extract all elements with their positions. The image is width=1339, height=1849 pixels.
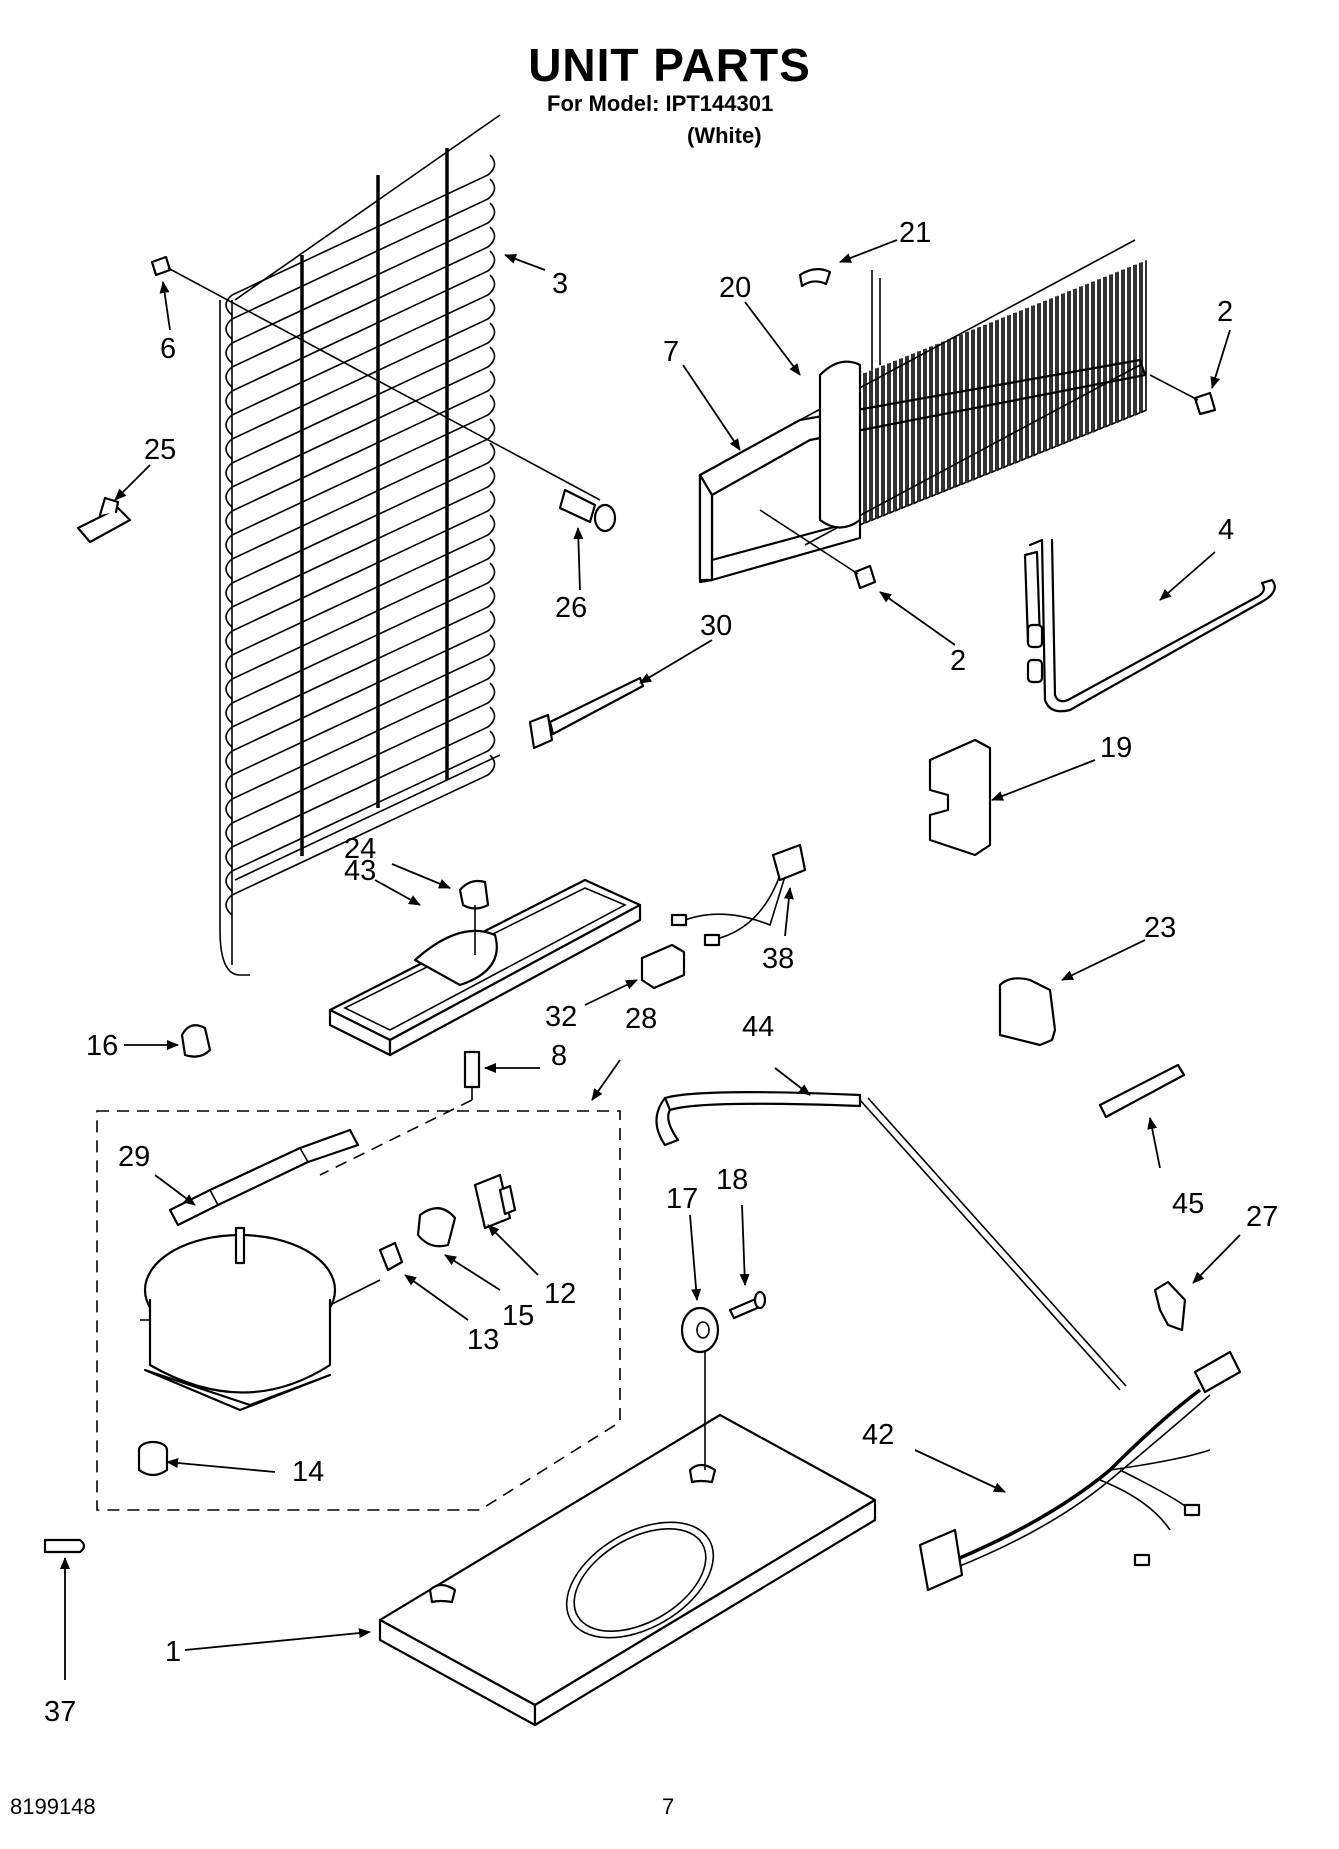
relay-32 — [640, 943, 686, 990]
document-number: 8199148 — [10, 1794, 96, 1819]
callout-27: 27 — [1246, 1201, 1279, 1233]
callout-12: 12 — [544, 1278, 577, 1310]
callout-38: 38 — [762, 943, 795, 975]
callout-24: 24 — [344, 833, 377, 865]
model-line: For Model: IPT144301 — [547, 91, 774, 116]
bracket-27 — [1153, 1280, 1187, 1332]
callout-8: 8 — [551, 1040, 568, 1072]
insulation-block-19 — [928, 738, 992, 857]
callout-23: 23 — [1144, 912, 1177, 944]
callout-20: 20 — [719, 272, 752, 304]
callout-1: 1 — [165, 1636, 182, 1668]
drain-pan-43 — [328, 878, 642, 1057]
cable-tie-30 — [528, 676, 645, 750]
callout-4: 4 — [1218, 514, 1235, 546]
callout-17: 17 — [666, 1183, 699, 1215]
callout-21: 21 — [899, 217, 932, 249]
filter-drier-29 — [168, 1128, 360, 1227]
callout-42: 42 — [862, 1419, 895, 1451]
callout-26: 26 — [555, 592, 588, 624]
callout-30: 30 — [700, 610, 733, 642]
callout-7: 7 — [663, 336, 680, 368]
spacer-26 — [558, 488, 617, 533]
callout-37: 37 — [44, 1696, 77, 1728]
screw-6 — [150, 255, 601, 501]
condenser-coil — [219, 114, 501, 976]
start-relay-12 — [473, 1173, 517, 1230]
bracket-25 — [76, 496, 132, 544]
callout-45: 45 — [1172, 1188, 1205, 1220]
callout-25: 25 — [144, 434, 177, 466]
clip-37 — [43, 1538, 86, 1554]
tube-44 — [655, 1091, 1127, 1391]
callout-2-lower: 2 — [950, 645, 967, 677]
overload-13 — [378, 1241, 404, 1272]
color-note: (White) — [687, 123, 762, 148]
screw-2-lower — [759, 509, 877, 590]
tube-45 — [1098, 1063, 1186, 1119]
insulation-block-23 — [998, 977, 1057, 1047]
callout-29: 29 — [118, 1141, 151, 1173]
screw-18 — [728, 1290, 767, 1320]
callout-16: 16 — [86, 1030, 119, 1062]
callout-3: 3 — [552, 268, 569, 300]
callout-15: 15 — [502, 1300, 535, 1332]
drain-tube-8 — [463, 1050, 481, 1100]
callout-6: 6 — [160, 333, 177, 365]
wire-harness-38 — [670, 843, 807, 947]
page-number: 7 — [662, 1794, 675, 1819]
callout-14: 14 — [292, 1456, 325, 1488]
evaporator-assembly — [698, 239, 1147, 584]
callout-43: 43 — [344, 855, 377, 887]
compressor — [140, 1226, 381, 1412]
leader-lines — [60, 239, 1241, 1680]
drain-fitting-24 — [458, 879, 490, 955]
grommet-14 — [137, 1440, 169, 1477]
compressor-kit-28 — [96, 1099, 621, 1511]
callout-19: 19 — [1100, 732, 1133, 764]
screw-2-upper — [1149, 374, 1217, 416]
power-harness-42 — [918, 1350, 1242, 1592]
callout-28: 28 — [625, 1003, 658, 1035]
callout-13: 13 — [467, 1324, 500, 1356]
roller-17 — [680, 1306, 720, 1354]
relay-cover-15 — [416, 1207, 457, 1248]
callout-32: 32 — [545, 1001, 578, 1033]
callout-2-upper: 2 — [1217, 296, 1234, 328]
callout-44: 44 — [742, 1011, 775, 1043]
base-pan-1 — [378, 1352, 877, 1727]
clamp-16 — [180, 1024, 212, 1058]
defrost-heater-4 — [1023, 538, 1276, 713]
callout-18: 18 — [716, 1164, 749, 1196]
page-title: UNIT PARTS — [528, 39, 811, 91]
clip-21 — [798, 268, 832, 288]
